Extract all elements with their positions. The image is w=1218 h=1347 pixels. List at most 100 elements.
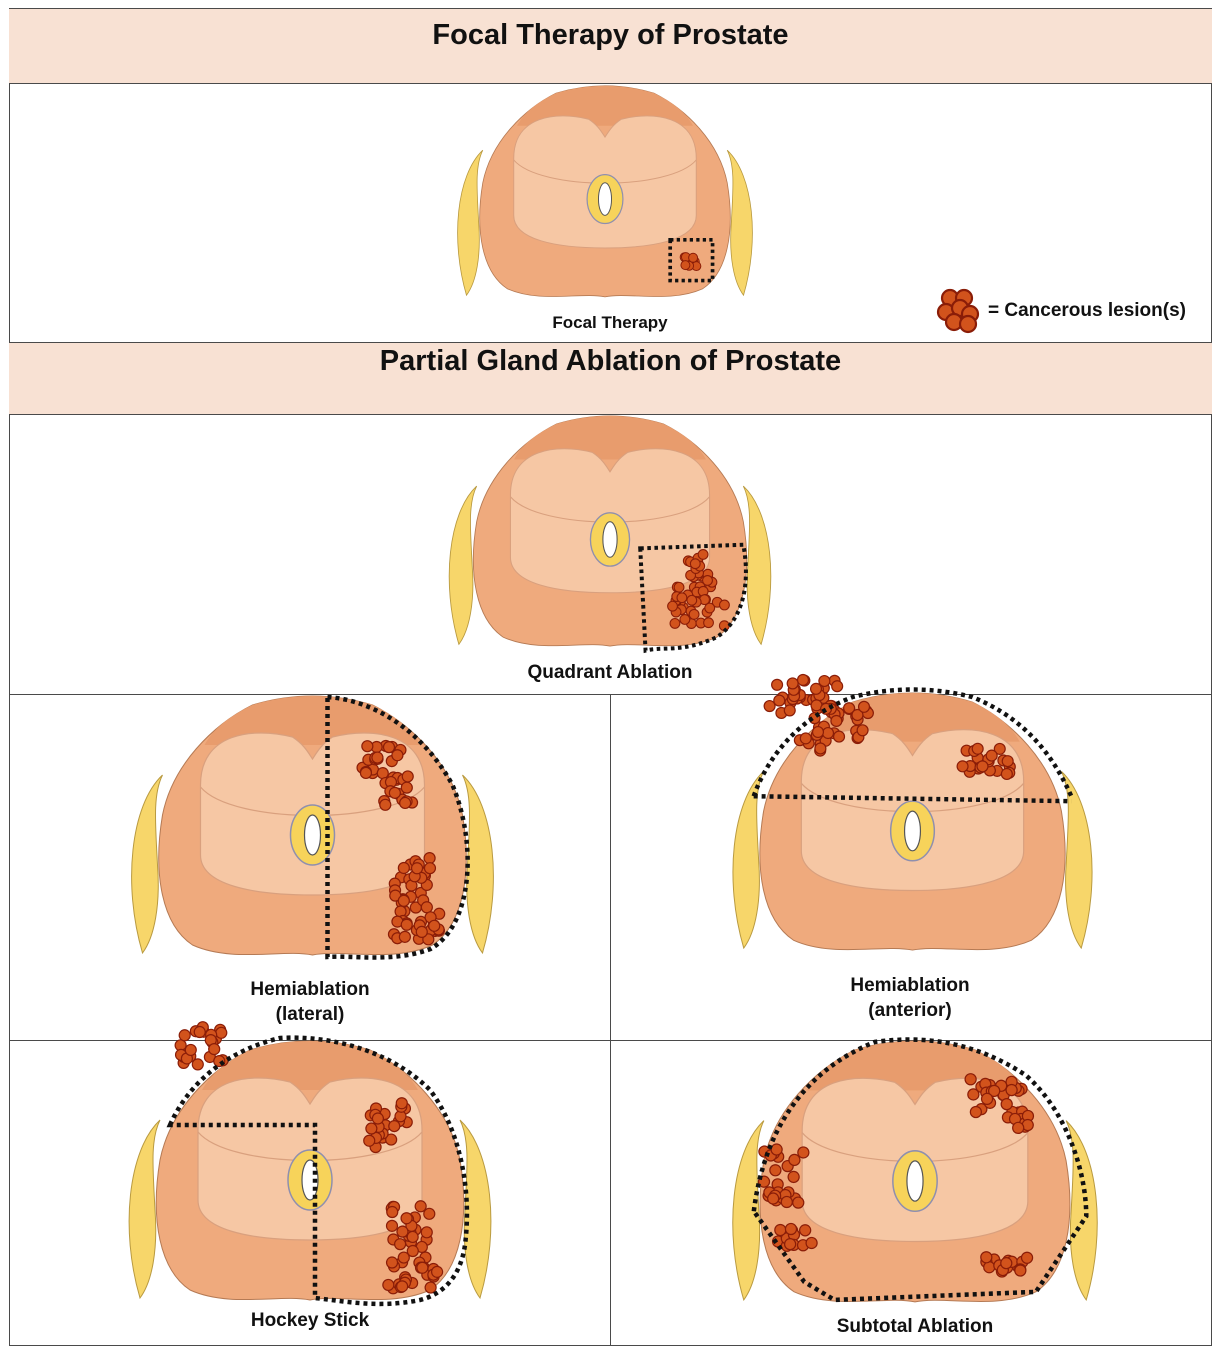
lesion-cell bbox=[677, 593, 687, 603]
lesion-cell bbox=[360, 767, 371, 778]
neurovascular-bundle-right bbox=[460, 1120, 491, 1298]
lesion-cell bbox=[383, 1279, 394, 1290]
lesion-cell bbox=[1001, 769, 1012, 780]
lesion-cell bbox=[690, 559, 700, 569]
lesion-cell bbox=[387, 1257, 398, 1268]
lesion-cell bbox=[832, 681, 843, 692]
lesion-cell bbox=[977, 761, 988, 772]
lesion-cell bbox=[1013, 1122, 1024, 1133]
lesion-cell bbox=[789, 1154, 800, 1165]
lesion-cell bbox=[401, 919, 412, 930]
lesion-cell bbox=[372, 1113, 383, 1124]
lesion-cell bbox=[834, 731, 845, 742]
caption-subtotal-ablation: Subtotal Ablation bbox=[765, 1314, 1065, 1339]
lesion-cell bbox=[813, 727, 824, 738]
lesion-cell bbox=[774, 695, 785, 706]
lesion-cell bbox=[982, 1093, 993, 1104]
lesion-cell bbox=[398, 895, 409, 906]
urethra-lumen bbox=[905, 811, 921, 851]
prostate-hemiablation-anterior bbox=[690, 692, 1135, 960]
lesion-cell bbox=[703, 576, 713, 586]
lesion-cell bbox=[785, 1239, 796, 1250]
lesion-cell bbox=[775, 1224, 786, 1235]
lesion-cell bbox=[1002, 756, 1013, 767]
lesion-cell bbox=[972, 743, 983, 754]
lesion-cell bbox=[417, 1262, 428, 1273]
lesion-cell bbox=[398, 862, 409, 873]
lesion-cell bbox=[800, 1225, 811, 1236]
lesion-cell bbox=[1022, 1252, 1033, 1263]
lesion-cell bbox=[957, 761, 968, 772]
lesion-cell bbox=[399, 931, 410, 942]
lesion-cell bbox=[395, 1239, 406, 1250]
lesion-cell bbox=[392, 750, 403, 761]
lesion-cell bbox=[192, 1059, 203, 1070]
lesion-cell bbox=[770, 1165, 781, 1176]
lesion-cell bbox=[396, 1098, 407, 1109]
lesion-cell bbox=[705, 603, 715, 613]
lesion-cell bbox=[811, 683, 822, 694]
lesion-cell bbox=[800, 733, 811, 744]
lesion-cell bbox=[771, 1144, 782, 1155]
lesion-cell bbox=[1001, 1099, 1012, 1110]
lesion-cell bbox=[784, 705, 795, 716]
lesion-cell bbox=[798, 1147, 809, 1158]
lesion-cell bbox=[432, 1266, 443, 1277]
caption-hockey-stick: Hockey Stick bbox=[160, 1308, 460, 1333]
lesion-cell bbox=[421, 1227, 432, 1238]
partial-header: Partial Gland Ablation of Prostate bbox=[9, 343, 1212, 415]
lesion-cell bbox=[398, 1252, 409, 1263]
neurovascular-bundle-left bbox=[132, 775, 163, 953]
lesion-cell bbox=[815, 743, 826, 754]
focal-section-title: Focal Therapy of Prostate bbox=[9, 19, 1212, 52]
neurovascular-bundle-left bbox=[733, 771, 764, 948]
lesion-cell bbox=[386, 1220, 397, 1231]
neurovascular-bundle-left bbox=[449, 486, 476, 644]
lesion-cell bbox=[372, 752, 383, 763]
urethra-lumen bbox=[598, 183, 611, 216]
caption-hemiablation-anterior: Hemiablation (anterior) bbox=[760, 973, 1060, 1023]
lesion-cell bbox=[768, 1193, 779, 1204]
lesion-cell bbox=[668, 601, 678, 611]
neurovascular-bundle-right bbox=[1066, 1121, 1097, 1300]
lesion-cell bbox=[960, 316, 976, 332]
focal-header: Focal Therapy of Prostate bbox=[9, 9, 1212, 84]
lesion-cell bbox=[968, 1089, 979, 1100]
lesion-cell bbox=[720, 600, 730, 610]
prostate-focal-therapy bbox=[405, 85, 805, 305]
prostate-hockey-stick bbox=[90, 1040, 530, 1310]
lesion-cell bbox=[366, 1123, 377, 1134]
column-divider bbox=[610, 694, 611, 1346]
neurovascular-bundle-right bbox=[1061, 771, 1092, 948]
urethra-lumen bbox=[305, 815, 321, 855]
lesion-cell bbox=[806, 1237, 817, 1248]
lesion-cell bbox=[416, 926, 427, 937]
lesion-cell bbox=[209, 1044, 220, 1055]
lesion-cell bbox=[1015, 1265, 1026, 1276]
lesion-cell bbox=[698, 550, 708, 560]
lesion-cell bbox=[179, 1030, 190, 1041]
lesion-cell bbox=[674, 582, 684, 592]
lesion-cell bbox=[793, 1197, 804, 1208]
legend-label: = Cancerous lesion(s) bbox=[988, 300, 1186, 322]
lesion-cell bbox=[400, 797, 411, 808]
caption-line: Hemiablation bbox=[160, 977, 460, 1002]
lesion-cell bbox=[689, 609, 699, 619]
lesion-cell bbox=[970, 1106, 981, 1117]
lesion-cell bbox=[389, 1121, 400, 1132]
lesion-cell bbox=[857, 725, 868, 736]
lesion-cell bbox=[425, 1282, 436, 1293]
urethra-lumen bbox=[907, 1161, 923, 1201]
lesion-cell bbox=[823, 728, 834, 739]
lesion-cell bbox=[415, 1201, 426, 1212]
lesion-cell bbox=[402, 771, 413, 782]
partial-section-title: Partial Gland Ablation of Prostate bbox=[9, 345, 1212, 378]
prostate-subtotal-ablation bbox=[700, 1040, 1130, 1312]
caption-line: (lateral) bbox=[160, 1002, 460, 1027]
lesion-cell bbox=[986, 750, 997, 761]
neurovascular-bundle-left bbox=[733, 1121, 764, 1300]
lesion-cell bbox=[424, 853, 435, 864]
urethra-lumen bbox=[603, 522, 617, 558]
lesion-cell bbox=[859, 701, 870, 712]
lesion-cell bbox=[380, 799, 391, 810]
